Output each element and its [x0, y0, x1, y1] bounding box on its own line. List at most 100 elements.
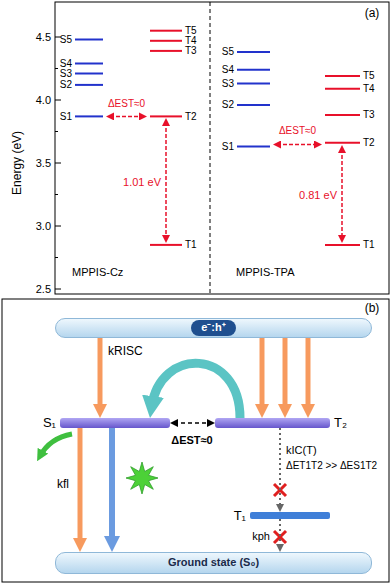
panel-frame — [2, 299, 389, 582]
triplet-level-line — [325, 244, 360, 246]
fluorescence-arrow — [78, 428, 83, 545]
triplet-level-line — [325, 88, 360, 90]
gap-arrow — [110, 116, 143, 118]
level-label: S3 — [222, 78, 234, 90]
triplet-level-bar: T₂ — [215, 418, 330, 428]
emission-star — [126, 462, 158, 494]
triplet-level-line — [150, 50, 182, 52]
state-label: T₂ — [334, 416, 347, 431]
gap-value: 1.01 eV — [123, 176, 161, 189]
carrier-label: e⁻:h⁺ — [191, 320, 236, 335]
level-label: S5 — [222, 46, 234, 58]
panel-label: (a) — [365, 7, 380, 21]
singlet-level-line — [75, 63, 103, 65]
level-label: S5 — [60, 34, 72, 46]
singlet-level-line — [237, 83, 270, 85]
risc-arrow — [152, 363, 240, 418]
level-label: T5 — [185, 25, 197, 37]
triplet-level-line — [150, 115, 182, 117]
state-label: S₁ — [43, 416, 56, 431]
axis-title: Energy (eV) — [11, 131, 25, 195]
excitation-arrow — [283, 338, 288, 411]
axis-tick-label: 4.5 — [36, 31, 51, 44]
rate-label: kRISC — [108, 345, 143, 359]
gap-label: ΔEST≈0 — [279, 125, 316, 137]
singlet-level-line — [75, 115, 103, 117]
level-label: S1 — [60, 111, 72, 123]
triplet-level-line — [325, 142, 360, 144]
excitation-arrow — [98, 338, 103, 411]
panel-divider — [210, 2, 211, 294]
internal-conversion-arrow — [279, 428, 281, 508]
blocked-mark — [274, 531, 286, 543]
carrier-bar: e⁻:h⁺ — [55, 318, 372, 338]
gap-arrow — [165, 122, 167, 239]
level-label: S3 — [60, 68, 72, 80]
ground-state-bar: Ground state (S₀) — [55, 552, 372, 574]
axis-tick — [55, 289, 61, 290]
axis-minor-tick — [55, 194, 58, 195]
triplet-level-bar: T₁ — [250, 512, 330, 519]
level-label: T1 — [185, 239, 197, 251]
level-label: T3 — [363, 109, 375, 121]
axis-tick-label: 3.5 — [36, 157, 51, 170]
singlet-level-line — [237, 104, 270, 106]
level-label: S4 — [222, 64, 234, 76]
axis-minor-tick — [55, 257, 58, 258]
singlet-level-line — [237, 69, 270, 71]
triplet-level-line — [150, 30, 182, 32]
decay-arrow — [109, 428, 115, 544]
level-label: T4 — [185, 35, 197, 47]
gap-label: ΔEST≈0 — [108, 98, 145, 110]
level-label: T1 — [363, 239, 375, 251]
compound-name: MPPIS-Cz — [72, 266, 123, 279]
gap-arrow — [341, 149, 343, 239]
singlet-level-line — [75, 84, 103, 86]
axis-tick-label: 2.5 — [36, 283, 51, 296]
rate-label: kIC(T) — [286, 444, 317, 457]
axis-minor-tick — [55, 68, 58, 69]
excitation-arrow — [260, 338, 265, 411]
axis-tick-label: 3.0 — [36, 220, 51, 233]
panel-label: (b) — [365, 302, 380, 316]
compound-name: MPPIS-TPA — [236, 266, 294, 279]
singlet-level-line — [75, 39, 103, 41]
singlet-level-line — [75, 73, 103, 75]
phosphorescence-arrow — [279, 519, 281, 548]
singlet-level-bar: S₁ — [60, 418, 170, 428]
level-label: S4 — [60, 58, 72, 70]
condition-note: ΔET1T2 >> ΔES1T2 — [286, 460, 377, 472]
gap-value: 0.81 eV — [299, 189, 337, 202]
gap-label: ΔEST≈0 — [171, 434, 212, 447]
gap-arrow — [174, 422, 211, 424]
gap-arrow — [277, 144, 318, 146]
axis-minor-tick — [55, 131, 58, 132]
singlet-level-line — [237, 51, 270, 53]
state-label: Ground state (S₀) — [168, 556, 259, 569]
rate-label: kph — [252, 530, 270, 543]
triplet-level-line — [325, 75, 360, 77]
level-label: T4 — [363, 83, 375, 95]
triplet-level-line — [325, 114, 360, 116]
emission-arrow — [40, 434, 72, 456]
state-label: T₁ — [234, 508, 246, 523]
level-label: T3 — [185, 45, 197, 57]
level-label: T2 — [363, 137, 375, 149]
excitation-arrow — [306, 338, 311, 411]
plot-frame — [55, 2, 389, 294]
axis-tick-label: 4.0 — [36, 94, 51, 107]
axis-tick — [55, 163, 61, 164]
blocked-mark — [274, 531, 286, 543]
level-label: T5 — [363, 70, 375, 82]
triplet-level-line — [150, 40, 182, 42]
axis-tick — [55, 100, 61, 101]
level-label: S1 — [222, 141, 234, 153]
rate-label: kfl — [57, 478, 69, 492]
level-label: S2 — [222, 99, 234, 111]
axis-tick — [55, 226, 61, 227]
level-label: S2 — [60, 79, 72, 91]
singlet-level-line — [237, 146, 270, 148]
